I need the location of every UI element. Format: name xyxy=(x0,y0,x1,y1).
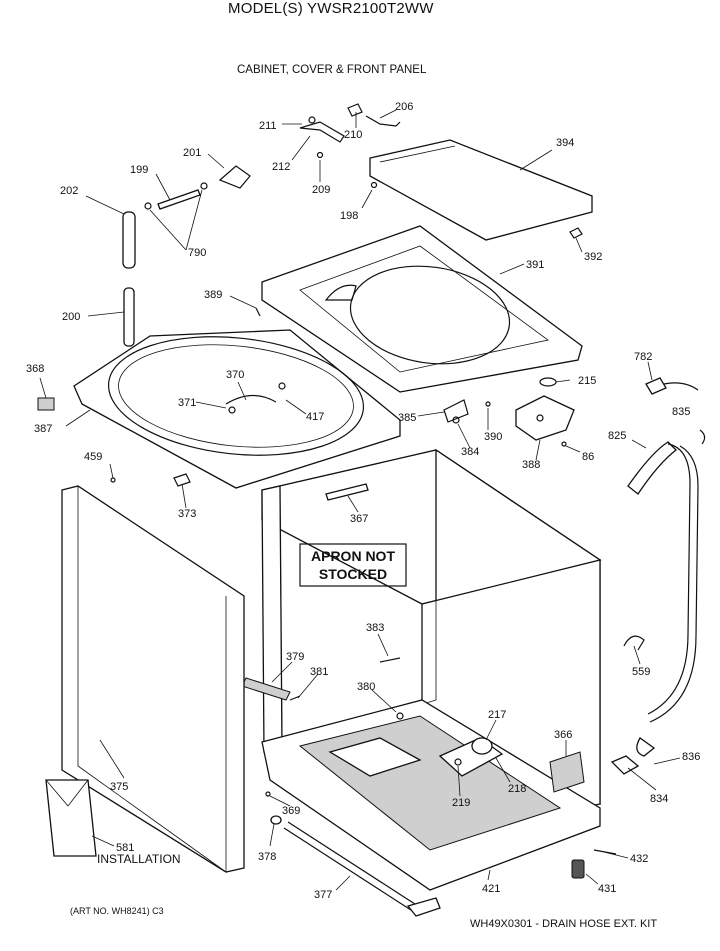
part-label: 421 xyxy=(482,883,500,895)
cabinet-top-part xyxy=(261,225,583,393)
part-label: 383 xyxy=(366,622,384,634)
part-label: 381 xyxy=(310,666,328,678)
part-label: 211 xyxy=(259,120,277,132)
apron-note-line2: STOCKED xyxy=(319,566,387,582)
part-label: 217 xyxy=(488,709,506,721)
rod-parts xyxy=(122,165,251,347)
part-label: 379 xyxy=(286,651,304,663)
part-label: 391 xyxy=(526,259,544,271)
part-label: 790 xyxy=(188,247,206,259)
part-label: 384 xyxy=(461,446,479,458)
part-label: 385 xyxy=(398,412,416,424)
part-label: 375 xyxy=(110,781,128,793)
model-title: MODEL(S) YWSR2100T2WW xyxy=(228,0,434,17)
part-label: 417 xyxy=(306,411,324,423)
part-label: 218 xyxy=(508,783,526,795)
part-label: 389 xyxy=(204,289,222,301)
part-label: 378 xyxy=(258,851,276,863)
part-label: 394 xyxy=(556,137,574,149)
art-number: (ART NO. WH8241) C3 xyxy=(70,906,164,916)
part-label: 390 xyxy=(484,431,502,443)
part-label: 212 xyxy=(272,161,290,173)
part-label: 210 xyxy=(344,129,362,141)
frame-part xyxy=(73,329,401,489)
part-label: 373 xyxy=(178,508,196,520)
section-title: CABINET, COVER & FRONT PANEL xyxy=(237,64,427,76)
part-label: 367 xyxy=(350,513,368,525)
installation-label: INSTALLATION xyxy=(97,852,181,866)
apron-note: APRON NOT STOCKED xyxy=(299,543,407,587)
part-label: 215 xyxy=(578,375,596,387)
part-label: 370 xyxy=(226,369,244,381)
part-label: 431 xyxy=(598,883,616,895)
part-label: 209 xyxy=(312,184,330,196)
part-label: 201 xyxy=(183,147,201,159)
lid-part xyxy=(369,139,593,241)
part-labels: 211 210 206 212 209 394 199 201 198 202 … xyxy=(26,101,700,901)
part-label: 834 xyxy=(650,793,668,805)
part-label: 432 xyxy=(630,853,648,865)
part-label: 782 xyxy=(634,351,652,363)
part-label: 206 xyxy=(395,101,413,113)
part-label: 392 xyxy=(584,251,602,263)
part-label: 219 xyxy=(452,797,470,809)
part-label: 368 xyxy=(26,363,44,375)
part-label: 371 xyxy=(178,397,196,409)
installation-booklet-part xyxy=(45,779,97,857)
part-label: 387 xyxy=(34,423,52,435)
part-label: 86 xyxy=(582,451,594,463)
hinge-parts xyxy=(299,103,583,239)
front-panel-part xyxy=(61,485,245,873)
part-label: 199 xyxy=(130,164,148,176)
part-label: 369 xyxy=(282,805,300,817)
leader-lines xyxy=(39,109,681,891)
bracket-parts xyxy=(443,377,575,447)
part-label: 459 xyxy=(84,451,102,463)
part-label: 380 xyxy=(357,681,375,693)
part-label: 835 xyxy=(672,406,690,418)
part-label: 202 xyxy=(60,185,78,197)
part-label: 388 xyxy=(522,459,540,471)
drain-hose-kit-note: WH49X0301 - DRAIN HOSE EXT. KIT xyxy=(470,918,658,930)
cabinet-part xyxy=(241,448,617,917)
part-label: 581 xyxy=(116,842,134,854)
apron-note-line1: APRON NOT xyxy=(311,548,395,564)
part-label: 825 xyxy=(608,430,626,442)
part-label: 836 xyxy=(682,751,700,763)
part-label: 559 xyxy=(632,666,650,678)
hose-parts xyxy=(610,377,706,775)
part-label: 200 xyxy=(62,311,80,323)
part-label: 366 xyxy=(554,729,572,741)
part-label: 377 xyxy=(314,889,332,901)
part-label: 198 xyxy=(340,210,358,222)
